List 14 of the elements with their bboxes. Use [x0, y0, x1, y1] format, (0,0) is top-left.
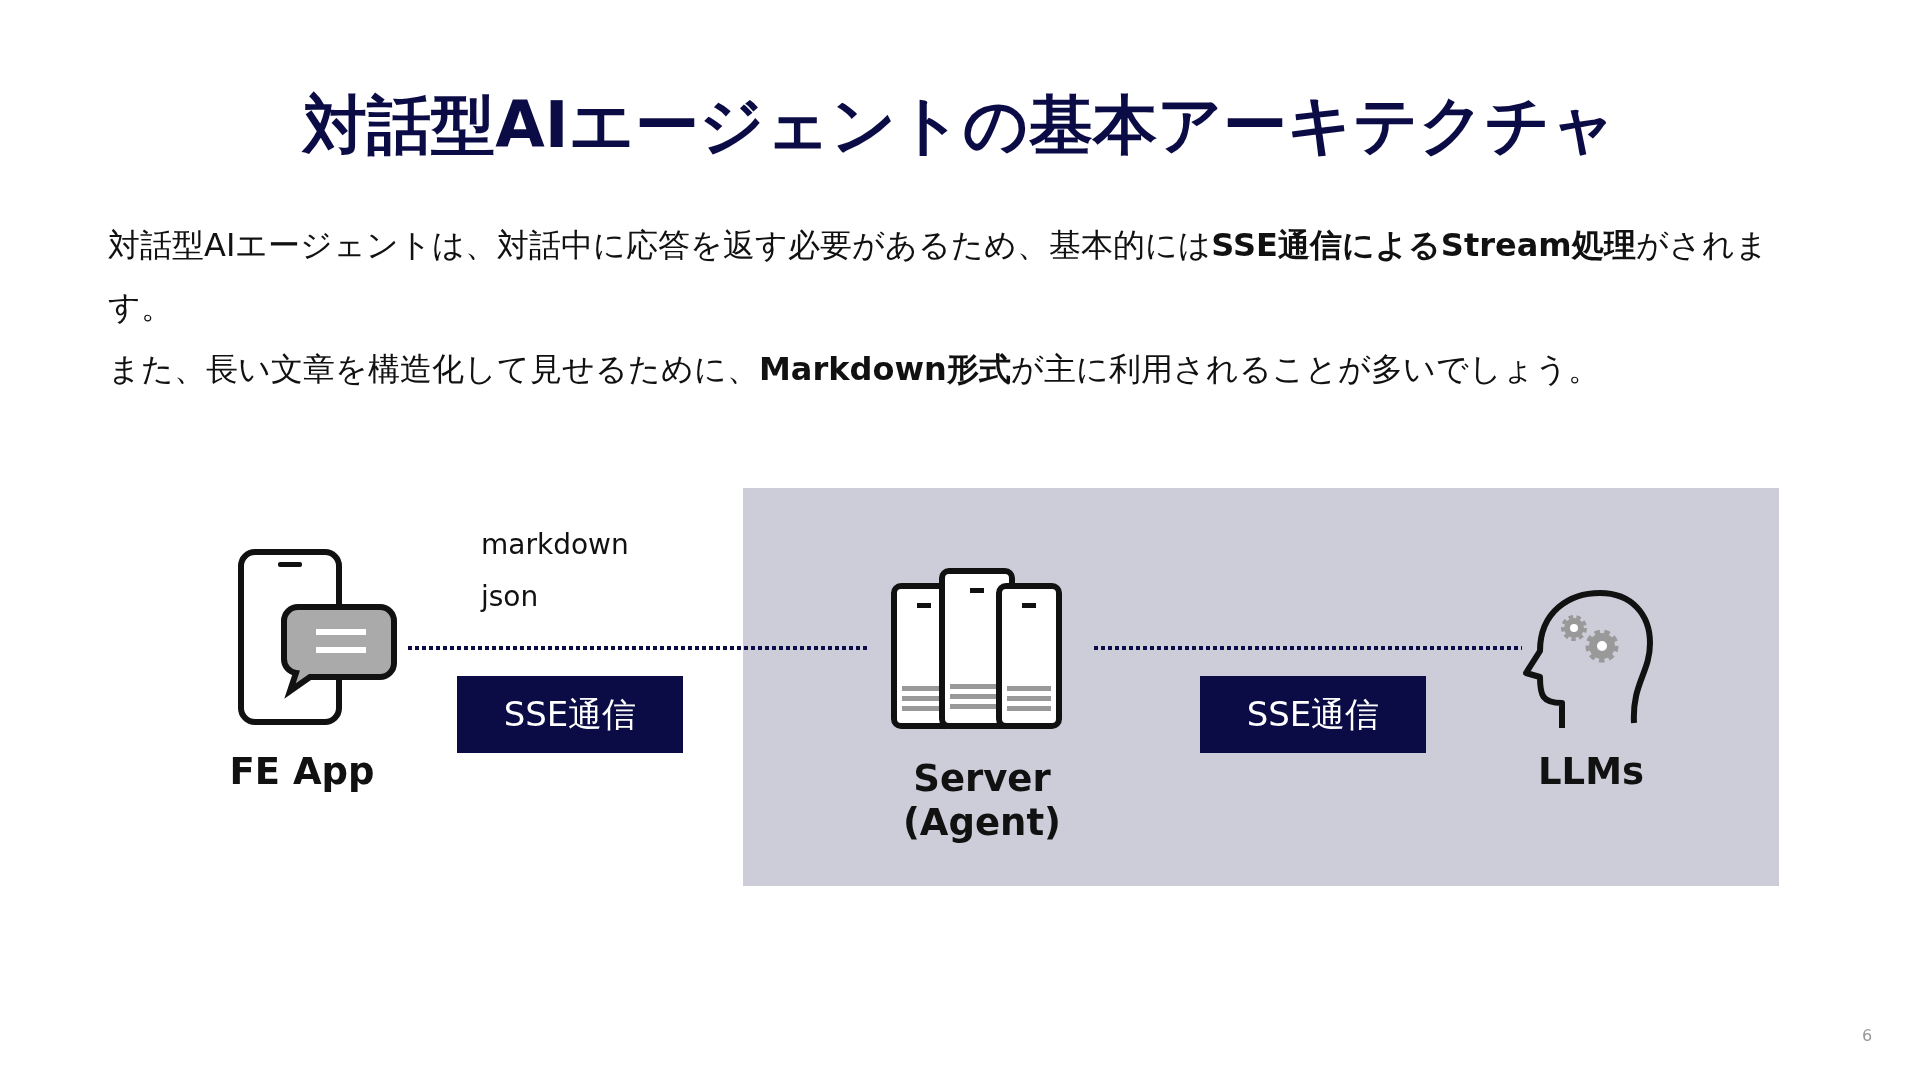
dotted-connector: [1094, 646, 1522, 650]
node-label: LLMs: [1537, 750, 1645, 794]
shaded-region: [743, 488, 1779, 886]
node-label: FE App: [228, 750, 376, 794]
body-text: また、長い文章を構造化して見せるために、Markdown形式が主に利用されることが多いでしょう。: [108, 349, 1601, 390]
format-label: markdown: [481, 528, 629, 561]
body-text: 対話型AIエージェントは、対話中に応答を返す必要があるため、基本的にはSSE通信によるStream処理がされます。: [108, 225, 1769, 328]
page-number: 6: [1862, 1026, 1873, 1045]
node-label: Server (Agent): [901, 757, 1063, 845]
edge-label: SSE通信: [457, 676, 683, 753]
edge-label: SSE通信: [1200, 676, 1426, 753]
dotted-connector: [408, 646, 870, 650]
format-label: json: [481, 580, 539, 613]
slide-title: 対話型AIエージェントの基本アーキテクチャ: [300, 87, 1618, 164]
